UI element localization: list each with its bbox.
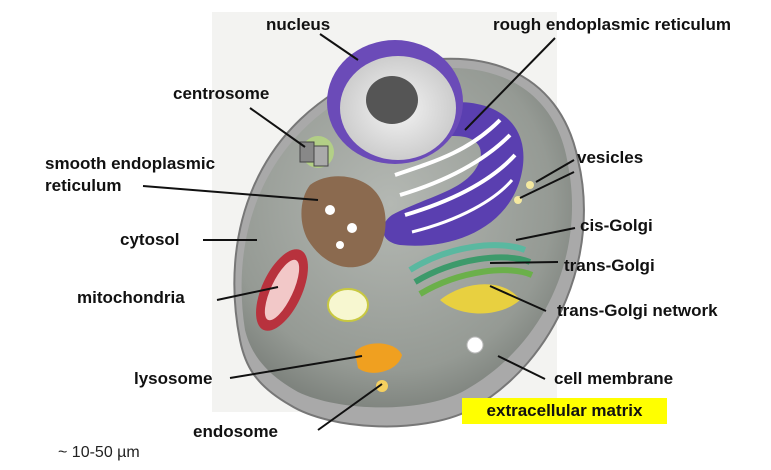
scale-note: ~ 10-50 µm	[58, 444, 140, 462]
label-cell-membrane: cell membrane	[554, 369, 673, 389]
label-cytosol: cytosol	[120, 230, 180, 250]
label-rough-er: rough endoplasmic reticulum	[493, 15, 731, 35]
nucleolus	[366, 76, 418, 124]
label-extracellular-matrix: extracellular matrix	[487, 401, 643, 421]
label-smooth-er-line2: reticulum	[45, 176, 122, 196]
label-trans-golgi: trans-Golgi	[564, 256, 655, 276]
label-lysosome: lysosome	[134, 369, 212, 389]
label-nucleus: nucleus	[266, 15, 330, 35]
extracellular-matrix-highlight: extracellular matrix	[462, 398, 667, 424]
label-vesicles: vesicles	[577, 148, 643, 168]
label-smooth-er-line1: smooth endoplasmic	[45, 154, 215, 174]
label-mitochondria: mitochondria	[77, 288, 185, 308]
label-centrosome: centrosome	[173, 84, 269, 104]
label-cis-golgi: cis-Golgi	[580, 216, 653, 236]
label-endosome: endosome	[193, 422, 278, 442]
label-trans-golgi-network: trans-Golgi network	[557, 301, 718, 321]
vesicle-large	[328, 289, 368, 321]
